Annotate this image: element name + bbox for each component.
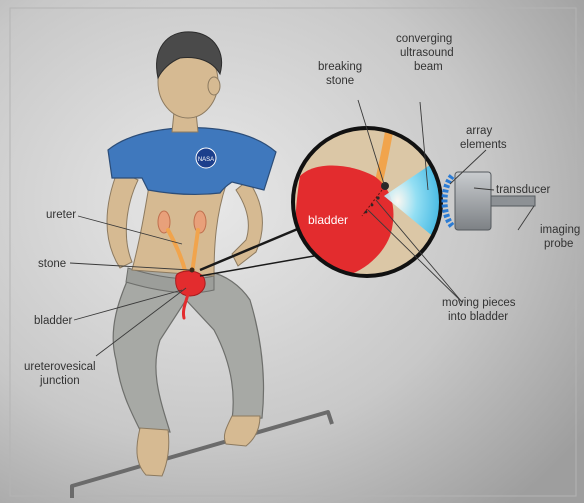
body-stone <box>190 268 195 273</box>
imaging-probe <box>491 196 535 206</box>
nasa-logo-text: NASA <box>198 157 214 163</box>
ear <box>208 77 220 95</box>
label-ureter: ureter <box>46 209 76 221</box>
inset-stone <box>381 182 389 190</box>
stone-fragment <box>365 211 368 214</box>
label-stone: stone <box>38 258 66 270</box>
right-kidney <box>194 211 206 233</box>
label-transducer: transducer <box>496 184 551 196</box>
left-foot <box>137 428 169 476</box>
transducer-body <box>455 172 491 230</box>
label-bladder-inset: bladder <box>308 213 348 227</box>
label-bladder: bladder <box>34 315 73 327</box>
